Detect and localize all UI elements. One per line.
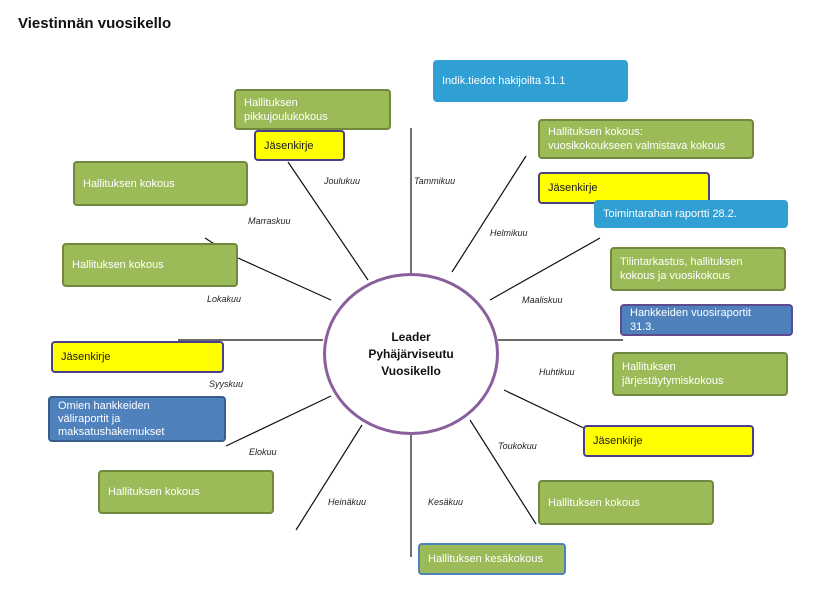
box-valiraportit-line3: maksatushakemukset <box>58 425 165 438</box>
box-jarjestaytymiskokous-line1: Hallituksen <box>622 361 676 373</box>
spoke-heinakuu <box>295 424 363 531</box>
hub-line-3: Vuosikello <box>381 363 441 378</box>
box-toimintarahan-raportti-text: Toimintarahan raportti 28.2. <box>603 208 737 220</box>
month-label-marraskuu: Marraskuu <box>248 216 291 226</box>
box-hallitus-lokakuu-text: Hallituksen kokous <box>72 259 164 271</box>
box-jasenkirje-helmikuu: Jäsenkirje <box>538 172 710 204</box>
spoke-lokakuu <box>237 257 332 301</box>
month-label-syyskuu: Syyskuu <box>209 379 244 389</box>
box-hallitus-lokakuu: Hallituksen kokous <box>62 243 238 287</box>
box-kesakokous-text: Hallituksen kesäkokous <box>428 553 543 565</box>
box-tilintarkastus-line1: Tilintarkastus, hallituksen <box>620 256 743 268</box>
box-pikkujoulukokous-text: Hallituksen pikkujoulukokous <box>244 96 328 123</box>
box-jasenkirje-syyskuu-text: Jäsenkirje <box>61 351 111 363</box>
box-tilintarkastus: Tilintarkastus, hallituksen kokous ja vu… <box>610 247 786 291</box>
month-label-heinakuu: Heinäkuu <box>328 497 367 507</box>
month-label-huhtikuu: Huhtikuu <box>539 367 575 377</box>
box-jasenkirje-helmikuu-text: Jäsenkirje <box>548 182 598 194</box>
box-hankkeiden-vuosiraportit-line1: Hankkeiden vuosiraportit <box>630 307 752 319</box>
box-hallitus-marraskuu: Hallituksen kokous <box>73 161 248 206</box>
box-hallitus-helmikuu-line2: vuosikokoukseen valmistava kokous <box>548 140 726 152</box>
box-hallitus-elokuu-text: Hallituksen kokous <box>108 486 200 498</box>
box-jasenkirje-syyskuu: Jäsenkirje <box>51 341 224 373</box>
box-indik-tiedot: Indik.tiedot hakijoilta 31.1 <box>433 60 628 102</box>
spoke-elokuu <box>225 395 332 447</box>
month-label-lokakuu: Lokakuu <box>207 294 242 304</box>
month-label-toukokuu: Toukokuu <box>498 441 537 451</box>
spoke-toukokuu <box>503 389 589 431</box>
spoke-helmikuu <box>451 155 527 273</box>
spoke-joulukuu <box>287 161 369 281</box>
center-hub: Leader Pyhäjärviseutu Vuosikello <box>323 273 499 435</box>
hub-line-1: Leader <box>391 329 431 344</box>
box-hankkeiden-vuosiraportit: Hankkeiden vuosiraportit 31.3. <box>620 304 793 336</box>
box-jarjestaytymiskokous: Hallituksen järjestäytymiskokous <box>612 352 788 396</box>
month-label-joulukuu: Joulukuu <box>324 176 361 186</box>
box-toimintarahan-raportti: Toimintarahan raportti 28.2. <box>594 200 788 228</box>
box-tilintarkastus-line2: kokous ja vuosikokous <box>620 270 731 282</box>
box-hallitus-toukokuu: Hallituksen kokous <box>538 480 714 525</box>
box-jasenkirje-joulukuu-text: Jäsenkirje <box>264 139 314 152</box>
box-jasenkirje-toukokuu: Jäsenkirje <box>583 425 754 457</box>
box-pikkujoulukokous: Hallituksen pikkujoulukokous <box>234 89 391 130</box>
box-valiraportit: Omien hankkeiden väliraportit ja maksatu… <box>48 396 226 442</box>
month-label-maaliskuu: Maaliskuu <box>522 295 563 305</box>
box-indik-tiedot-text: Indik.tiedot hakijoilta 31.1 <box>442 75 566 87</box>
box-valiraportit-line1: Omien hankkeiden <box>58 399 150 412</box>
box-hallitus-toukokuu-text: Hallituksen kokous <box>548 496 640 509</box>
month-label-helmikuu: Helmikuu <box>490 228 528 238</box>
month-label-elokuu: Elokuu <box>249 447 277 457</box>
month-label-kesakuu: Kesäkuu <box>428 497 464 507</box>
box-valiraportit-line2: väliraportit ja <box>58 412 121 425</box>
month-label-tammikuu: Tammikuu <box>414 176 456 186</box>
spoke-toukokuu-ext <box>469 419 537 525</box>
box-hankkeiden-vuosiraportit-line2: 31.3. <box>630 321 655 333</box>
page-title: Viestinnän vuosikello <box>18 15 172 32</box>
hub-text: Leader Pyhäjärviseutu Vuosikello <box>368 329 453 380</box>
box-jasenkirje-joulukuu: Jäsenkirje <box>254 130 345 161</box>
box-kesakokous: Hallituksen kesäkokous <box>418 543 566 575</box>
box-jarjestaytymiskokous-line2: järjestäytymiskokous <box>622 375 724 387</box>
spoke-maaliskuu <box>489 237 601 301</box>
hub-line-2: Pyhäjärviseutu <box>368 346 454 361</box>
box-hallitus-elokuu: Hallituksen kokous <box>98 470 274 514</box>
box-hallitus-marraskuu-text: Hallituksen kokous <box>83 177 175 190</box>
box-hallitus-helmikuu: Hallituksen kokous: vuosikokoukseen valm… <box>538 119 754 159</box>
box-hallitus-helmikuu-line1: Hallituksen kokous: <box>548 126 643 138</box>
box-jasenkirje-toukokuu-text: Jäsenkirje <box>593 435 643 447</box>
